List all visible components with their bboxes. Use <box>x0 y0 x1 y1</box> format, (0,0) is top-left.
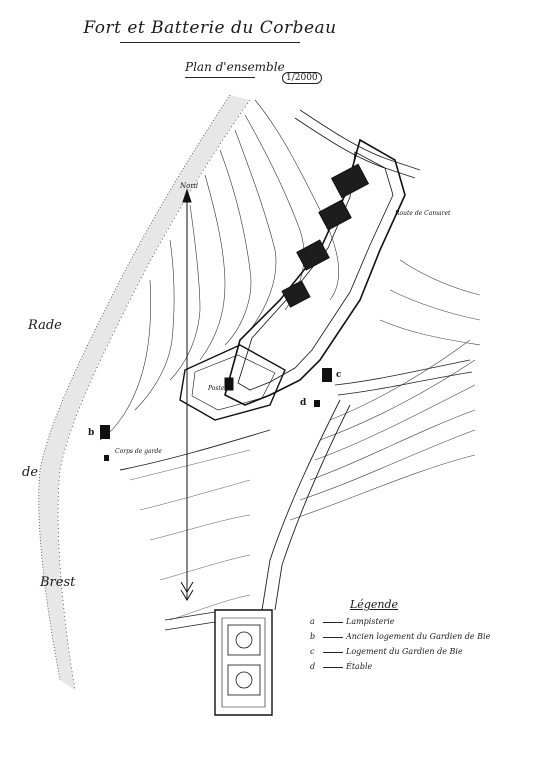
scale-label: 1/2000 <box>282 72 322 84</box>
contour-lines <box>289 259 481 521</box>
fort-buildings <box>281 163 370 308</box>
route-label: Route de Camaret <box>395 210 451 217</box>
water-label-de: de <box>22 465 39 480</box>
map-subtitle: Plan d'ensemble <box>185 60 285 74</box>
corps-de-garde-label: Corps de garde <box>115 448 162 455</box>
legend-key: a <box>310 617 315 626</box>
cliff-hatching <box>99 99 339 441</box>
building-c-marker <box>322 368 332 382</box>
subtitle-underline <box>185 77 255 78</box>
north-arrow <box>180 188 194 601</box>
map-title: Fort et Batterie du Corbeau <box>83 18 337 38</box>
legend-row: a Lampisterie <box>310 617 510 626</box>
title-underline <box>120 42 300 43</box>
letter-d-label: d <box>300 398 307 408</box>
legend-text: Lampisterie <box>346 617 395 626</box>
redoubt <box>179 344 286 421</box>
poste-label: Poste <box>208 385 225 392</box>
southern-battery <box>214 609 273 716</box>
letter-c-label: c <box>336 370 342 380</box>
letter-b-label: b <box>88 428 95 438</box>
main-road <box>119 399 351 611</box>
legend: Légende a Lampisterie b Ancien logement du… <box>310 598 510 671</box>
legend-row: c Logement du Gardien de Bie <box>310 647 510 656</box>
legend-key: d <box>310 662 316 671</box>
legend-text: Logement du Gardien de Bie <box>346 647 463 656</box>
building-a-marker <box>224 377 234 391</box>
legend-key: c <box>310 647 315 656</box>
north-label: Nord <box>180 182 199 190</box>
legend-key: b <box>310 632 316 641</box>
water-label-brest: Brest <box>40 575 76 590</box>
water-label-rade: Rade <box>28 318 62 333</box>
west-contours <box>129 449 251 621</box>
upper-road <box>294 109 421 179</box>
legend-text: Étable <box>346 662 373 671</box>
legend-row: b Ancien logement du Gardien de Bie <box>310 632 510 641</box>
legend-title: Légende <box>350 598 399 611</box>
fort-enclosure <box>224 138 406 406</box>
building-d-marker <box>314 400 320 407</box>
building-b-marker <box>100 425 110 439</box>
legend-row: d Étable <box>310 662 510 671</box>
shoreline-stipple <box>38 94 251 691</box>
legend-text: Ancien logement du Gardien de Bie <box>346 632 491 641</box>
east-road <box>334 359 473 396</box>
